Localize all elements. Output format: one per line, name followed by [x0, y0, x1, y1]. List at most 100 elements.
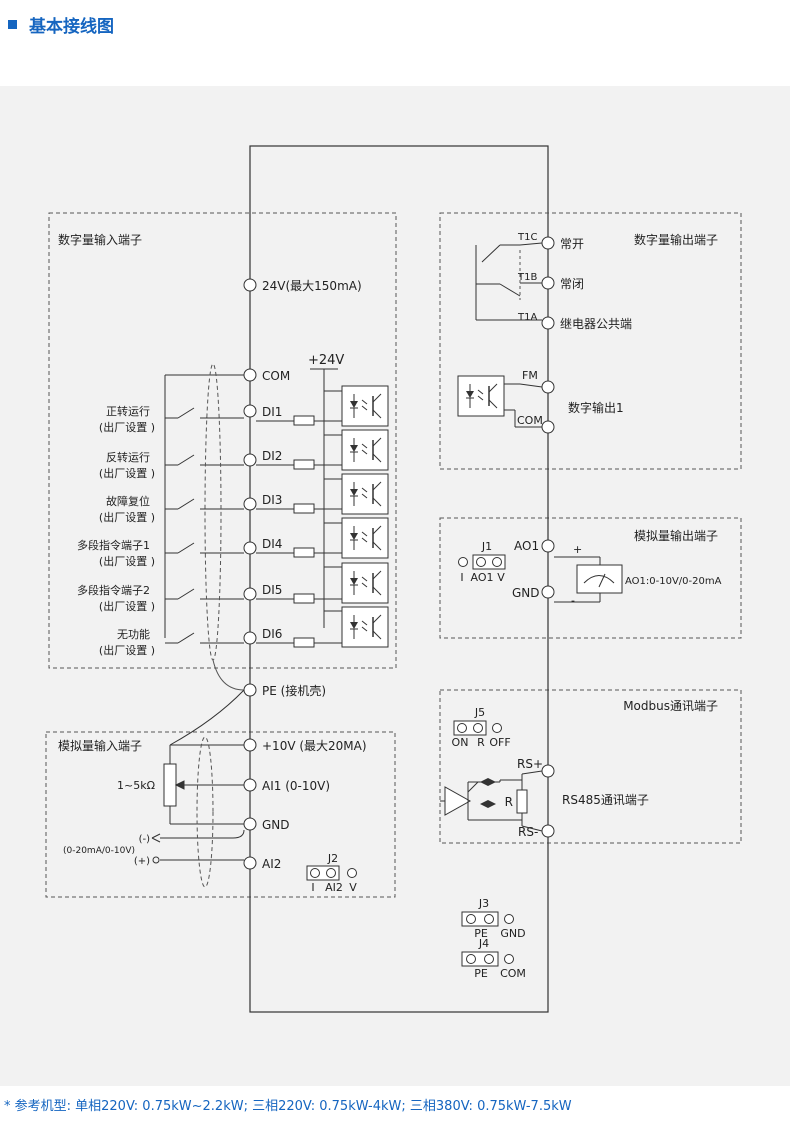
- terminal-fm: [541, 380, 555, 394]
- j5-mid: R: [477, 736, 485, 749]
- j3-jumper[interactable]: [461, 911, 514, 927]
- ai-range-label: (0-20mA/0-10V): [63, 846, 135, 856]
- diagram-panel: [0, 86, 790, 1086]
- t1a-label: T1A: [517, 312, 537, 323]
- t1b-label: T1B: [517, 272, 537, 283]
- ai-plus-label: (+): [134, 856, 150, 867]
- j3-right: GND: [500, 927, 525, 940]
- optocoupler-fm: [457, 375, 505, 417]
- terminal-ai1-label: AI1 (0-10V): [262, 779, 330, 793]
- terminal-com-label: COM: [262, 369, 290, 383]
- terminal-di4: [243, 541, 257, 555]
- j5-jumper[interactable]: [453, 720, 502, 736]
- terminal-di6: [243, 631, 257, 645]
- terminal-di3: [243, 497, 257, 511]
- j4-left: PE: [474, 967, 488, 980]
- optocoupler-di2: [341, 429, 389, 471]
- digital-input-title: 数字量输入端子: [58, 232, 142, 247]
- analog-output-title: 模拟量输出端子: [634, 528, 718, 543]
- terminal-rs-plus: [541, 764, 555, 778]
- terminal-di2: [243, 453, 257, 467]
- t1c-label: T1C: [517, 232, 537, 243]
- j2-jumper[interactable]: [306, 865, 357, 881]
- analog-output-box: [439, 517, 742, 639]
- terminal-di5-label: DI5: [262, 583, 282, 597]
- fm-com-label: COM: [517, 414, 543, 427]
- terminal-t1b: [541, 276, 555, 290]
- di2-note: (出厂设置 ): [99, 466, 155, 480]
- resistor-r-label: R: [505, 795, 513, 809]
- terminal-ai2: [243, 856, 257, 870]
- rs-plus-label: RS+: [517, 757, 543, 771]
- digital-output-title: 数字量输出端子: [634, 232, 718, 247]
- terminal-10v: [243, 738, 257, 752]
- j5-right: OFF: [489, 736, 510, 749]
- j1-name: J1: [481, 540, 492, 553]
- optocoupler-di3: [341, 473, 389, 515]
- terminal-ao1: [541, 539, 555, 553]
- terminal-rs-minus: [541, 824, 555, 838]
- terminal-com: [243, 368, 257, 382]
- page-title: 基本接线图: [29, 16, 114, 37]
- meter-icon: [576, 564, 623, 594]
- j5-name: J5: [474, 706, 485, 719]
- terminal-24v: [243, 278, 257, 292]
- modbus-box: [439, 689, 742, 844]
- heading-square-icon: [8, 19, 17, 29]
- t1b-desc: 常闭: [560, 277, 584, 291]
- t1a-desc: 继电器公共端: [560, 317, 632, 331]
- terminal-fm-com: [541, 420, 555, 434]
- terminal-pe: [243, 683, 257, 697]
- ao-minus-label: -: [571, 594, 575, 607]
- terminal-10v-label: +10V (最大20MA): [262, 739, 367, 753]
- plus-24v-label: +24V: [308, 353, 344, 368]
- rs485-desc: RS485通讯端子: [562, 793, 649, 807]
- terminal-di2-label: DI2: [262, 449, 282, 463]
- terminal-pe-label: PE (接机壳): [262, 683, 326, 698]
- j4-jumper[interactable]: [461, 951, 514, 967]
- terminal-di5: [243, 587, 257, 601]
- j1-right: V: [497, 571, 505, 584]
- optocoupler-di6: [341, 606, 389, 648]
- di1-note: (出厂设置 ): [99, 420, 155, 434]
- terminal-ai2-label: AI2: [262, 857, 281, 871]
- meter-label: AO1:0-10V/0-20mA: [625, 576, 722, 587]
- j4-name: J4: [478, 937, 489, 950]
- fm-desc: 数字输出1: [568, 400, 624, 415]
- di4-func: 多段指令端子1: [77, 538, 150, 552]
- j2-left: I: [311, 881, 314, 894]
- di5-func: 多段指令端子2: [77, 583, 150, 597]
- ao-gnd-label: GND: [512, 586, 540, 600]
- analog-input-box: [45, 731, 396, 898]
- di2-func: 反转运行: [106, 450, 150, 464]
- digital-output-box: [439, 212, 742, 470]
- j5-left: ON: [452, 736, 469, 749]
- ao1-label: AO1: [514, 539, 539, 553]
- digital-input-box: [48, 212, 397, 669]
- j2-mid: AI2: [325, 881, 343, 894]
- j1-jumper[interactable]: [458, 554, 506, 570]
- t1c-desc: 常开: [560, 237, 584, 251]
- j2-name: J2: [327, 852, 338, 865]
- ai-minus-label: (-): [139, 834, 151, 845]
- modbus-title: Modbus通讯端子: [623, 699, 718, 713]
- terminal-di1: [243, 404, 257, 418]
- analog-input-title: 模拟量输入端子: [58, 738, 142, 753]
- di3-func: 故障复位: [106, 494, 150, 508]
- j3-left: PE: [474, 927, 488, 940]
- pot-label: 1~5kΩ: [117, 779, 155, 792]
- terminal-t1c: [541, 236, 555, 250]
- footnote: * 参考机型: 单相220V: 0.75kW~2.2kW; 三相220V: 0.…: [4, 1099, 572, 1114]
- terminal-t1a: [541, 316, 555, 330]
- terminal-di6-label: DI6: [262, 627, 282, 641]
- terminal-ai1: [243, 778, 257, 792]
- fm-label: FM: [522, 369, 538, 382]
- di4-note: (出厂设置 ): [99, 554, 155, 568]
- terminal-di4-label: DI4: [262, 537, 282, 551]
- optocoupler-di5: [341, 562, 389, 604]
- optocoupler-di4: [341, 517, 389, 559]
- di6-func: 无功能: [117, 627, 150, 641]
- terminal-ao-gnd: [541, 585, 555, 599]
- page-heading: 基本接线图: [8, 12, 114, 37]
- di3-note: (出厂设置 ): [99, 510, 155, 524]
